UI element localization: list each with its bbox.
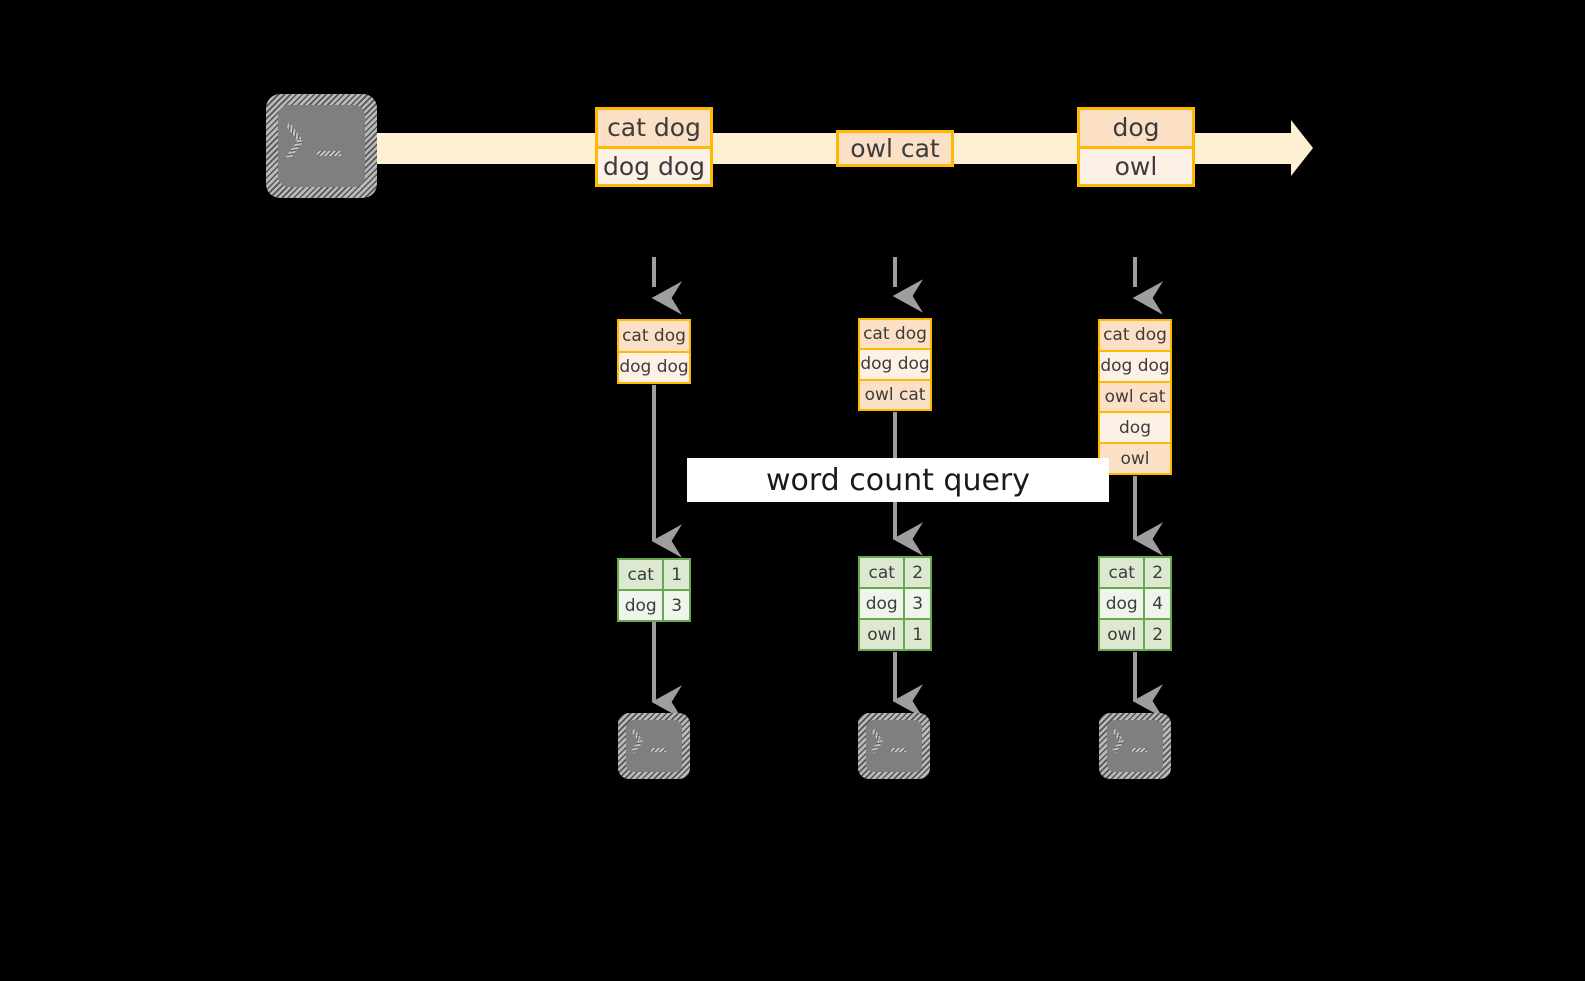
- replica-state[interactable]: cat dog dog dog: [617, 319, 691, 384]
- terminal-underscore-icon: [651, 748, 666, 752]
- replica-state[interactable]: cat dog dog dog owl cat dog owl: [1098, 319, 1172, 475]
- state-line: cat dog: [619, 321, 689, 351]
- sink-terminal-icon: [1099, 713, 1171, 779]
- terminal-underscore-icon: [891, 748, 906, 752]
- source-terminal-icon: [266, 94, 377, 198]
- result-word: cat: [619, 560, 663, 589]
- result-count: 2: [903, 558, 930, 587]
- message-line: cat dog: [598, 110, 710, 146]
- state-line: owl cat: [860, 378, 930, 409]
- result-word: cat: [1100, 558, 1144, 587]
- result-count: 2: [1143, 558, 1170, 587]
- table-row: cat 2: [860, 558, 930, 587]
- message-line: dog: [1080, 110, 1192, 146]
- terminal-screen: [278, 105, 365, 187]
- state-line: dog dog: [1100, 349, 1170, 381]
- state-line: dog dog: [619, 350, 689, 382]
- table-row: dog 4: [1100, 587, 1170, 618]
- message-line: owl: [1080, 145, 1192, 184]
- result-word: owl: [1100, 620, 1144, 649]
- result-table[interactable]: cat 2 dog 4 owl 2: [1098, 556, 1172, 651]
- result-table[interactable]: cat 1 dog 3: [617, 558, 691, 622]
- table-row: dog 3: [619, 589, 689, 620]
- result-word: dog: [619, 591, 663, 620]
- message-line: dog dog: [598, 145, 710, 184]
- message-line: owl cat: [839, 133, 951, 164]
- sink-terminal-icon: [618, 713, 690, 779]
- result-word: dog: [1100, 589, 1144, 618]
- state-line: cat dog: [860, 320, 930, 349]
- table-row: owl 1: [860, 618, 930, 649]
- query-label: word count query: [687, 458, 1109, 502]
- table-row: owl 2: [1100, 618, 1170, 649]
- sink-terminal-icon: [858, 713, 930, 779]
- result-word: owl: [860, 620, 904, 649]
- terminal-underscore-icon: [317, 151, 341, 156]
- stream-message[interactable]: cat dog dog dog: [595, 107, 713, 187]
- query-label-text: word count query: [765, 462, 1031, 498]
- stream-message[interactable]: dog owl: [1077, 107, 1195, 187]
- result-count: 3: [662, 591, 689, 620]
- table-row: dog 3: [860, 587, 930, 618]
- stream-message[interactable]: owl cat: [836, 130, 954, 167]
- result-table[interactable]: cat 2 dog 3 owl 1: [858, 556, 932, 651]
- state-line: dog dog: [860, 348, 930, 379]
- result-count: 2: [1143, 620, 1170, 649]
- state-line: owl cat: [1100, 380, 1170, 412]
- state-line: cat dog: [1100, 321, 1170, 350]
- result-word: dog: [860, 589, 904, 618]
- result-count: 1: [903, 620, 930, 649]
- result-count: 1: [662, 560, 689, 589]
- stream-arrow-head: [1291, 120, 1313, 176]
- result-count: 3: [903, 589, 930, 618]
- table-row: cat 2: [1100, 558, 1170, 587]
- state-line: owl: [1100, 442, 1170, 473]
- table-row: cat 1: [619, 560, 689, 589]
- state-line: dog: [1100, 411, 1170, 443]
- terminal-underscore-icon: [1132, 748, 1147, 752]
- result-word: cat: [860, 558, 904, 587]
- replica-state[interactable]: cat dog dog dog owl cat: [858, 318, 932, 411]
- result-count: 4: [1143, 589, 1170, 618]
